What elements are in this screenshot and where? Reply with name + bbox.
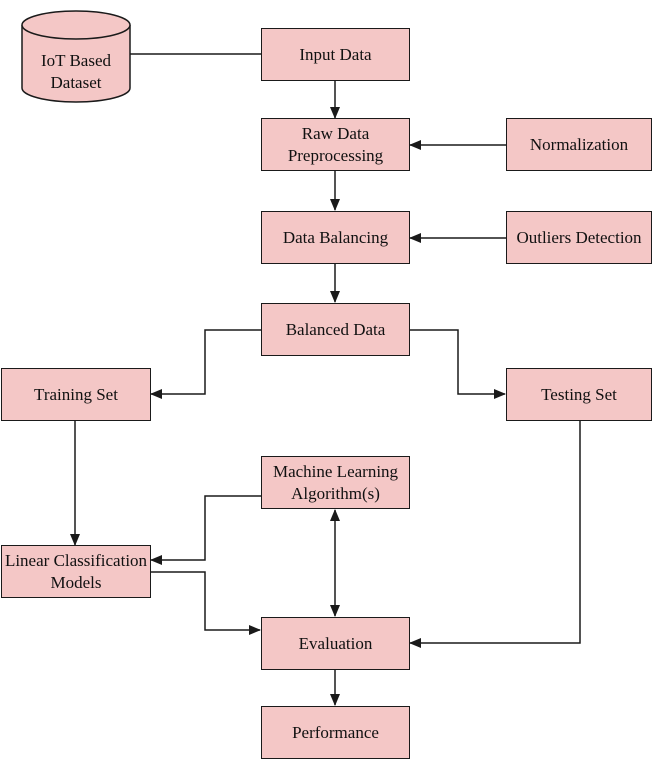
arrow-ml-to-linear-models (150, 495, 261, 565)
raw-data-preprocessing-box: Raw Data Preprocessing (261, 118, 410, 171)
iot-dataset-label: IoT Based Dataset (40, 51, 112, 92)
outliers-detection-label: Outliers Detection (516, 227, 642, 247)
balanced-data-box: Balanced Data (261, 303, 410, 356)
arrow-testing-to-evaluation (409, 421, 581, 648)
performance-box: Performance (261, 706, 410, 759)
evaluation-box: Evaluation (261, 617, 410, 670)
testing-set-label: Testing Set (541, 384, 617, 404)
arrow-balanced-to-testing (410, 329, 506, 399)
training-set-label: Training Set (34, 384, 118, 404)
machine-learning-algorithms-box: Machine Learning Algorithm(s) (261, 456, 410, 509)
arrow-linear-models-to-evaluation (151, 571, 261, 635)
outliers-detection-box: Outliers Detection (506, 211, 652, 264)
linear-classification-models-box: Linear Classification Models (1, 545, 151, 598)
balanced-data-label: Balanced Data (285, 319, 386, 339)
training-set-box: Training Set (1, 368, 151, 421)
arrow-balanced-to-training (150, 329, 261, 399)
data-balancing-box: Data Balancing (261, 211, 410, 264)
input-data-box: Input Data (261, 28, 410, 81)
raw-data-preprocessing-label: Raw Data Preprocessing (287, 123, 384, 165)
iot-dataset-cylinder (21, 10, 131, 103)
linear-classification-models-label: Linear Classification Models (4, 550, 148, 592)
performance-label: Performance (292, 722, 379, 742)
testing-set-box: Testing Set (506, 368, 652, 421)
normalization-label: Normalization (529, 134, 629, 154)
machine-learning-algorithms-label: Machine Learning Algorithm(s) (272, 461, 399, 503)
normalization-box: Normalization (506, 118, 652, 171)
input-data-label: Input Data (299, 44, 372, 64)
evaluation-label: Evaluation (298, 633, 373, 653)
data-balancing-label: Data Balancing (282, 227, 389, 247)
